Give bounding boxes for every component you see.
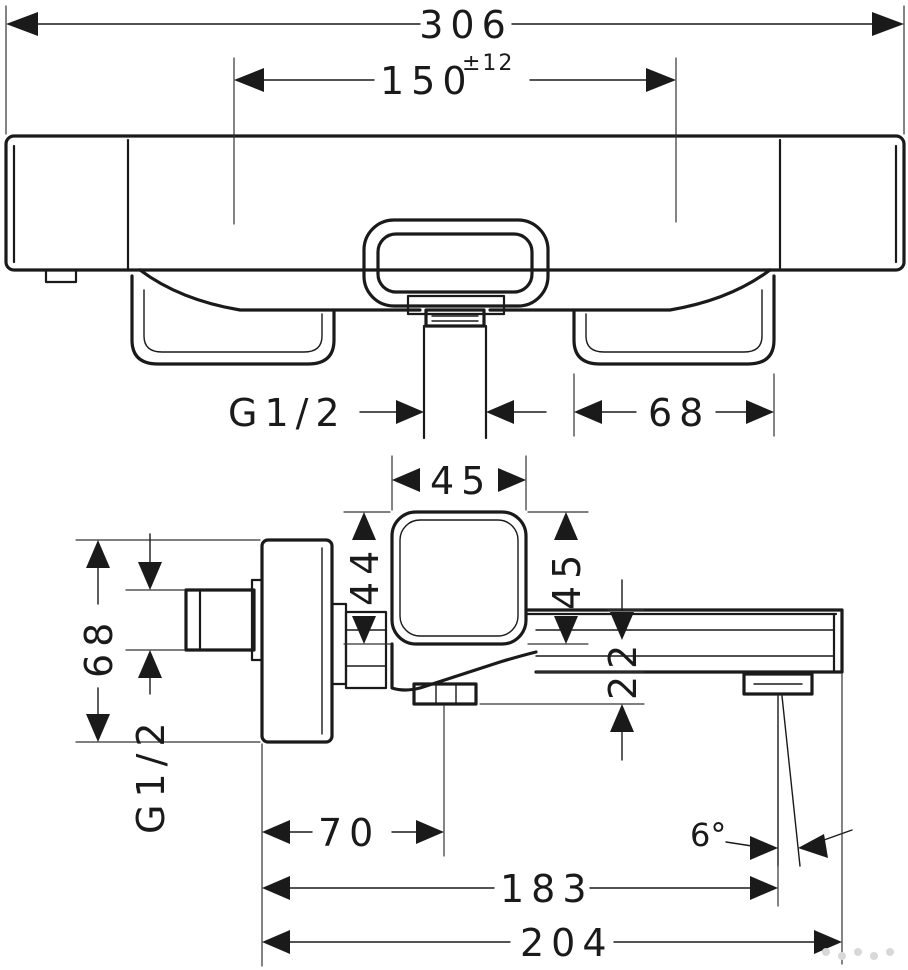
top-left-stub [44,268,78,284]
arrow-306-left [6,12,38,36]
top-right-handle-inner [585,289,763,353]
arrow-22-bottom [610,704,634,732]
arrow-22-top [610,612,634,640]
arrow-70-left [262,820,290,844]
arrow-68-top-right [746,400,774,424]
top-control-inner [376,232,534,294]
top-body-outline [4,134,906,272]
arrow-183-left [262,876,290,900]
arrow-45v-top [554,512,578,540]
top-outlet-fitting [406,294,506,316]
dim-height: 68 [77,616,121,678]
side-aerator [742,672,814,696]
side-coupling [344,610,388,690]
dim-control-height-right: 45 [545,548,589,610]
dim-control-width: 45 [430,459,492,503]
dim-spout-angle: 6° [690,816,726,854]
arrow-44-top [352,512,376,540]
top-left-handle-inner [143,289,323,353]
arrow-204-left [262,930,290,954]
dim-outlet-offset: 70 [318,811,380,855]
side-inlet-nut [184,588,256,652]
arrow-150-left [234,68,264,92]
dim-total-depth: 204 [520,921,614,965]
arrow-g12-side-top [138,562,162,590]
arrow-45v-bottom [554,616,578,644]
arrow-204-right [814,930,842,954]
top-lower-curve-right [488,268,772,312]
arrow-306-right [872,12,904,36]
arrow-angle-right [798,834,828,858]
dim-wall-spacing: 150 [380,59,474,103]
top-outlet-thread [424,308,486,328]
dim-inlet-thread-side: G1/2 [129,715,173,834]
top-left-handle [130,274,336,366]
arrow-70-right [416,820,444,844]
dim-handle-width: 68 [648,391,710,435]
arrow-44-bottom [352,616,376,644]
arrow-68-side-bottom [86,714,110,742]
dim-inlet-thread-top: G1/2 [228,391,347,435]
arrow-45-left [392,468,420,492]
dim-spout-projection: 183 [500,867,594,911]
arrow-g12-top-right [486,400,514,424]
side-body-lower [390,642,538,692]
arrow-68-side-top [86,540,110,568]
dim-total-width: 306 [419,3,513,47]
arrow-45-right [498,468,526,492]
arrow-g12-top-left [396,400,424,424]
side-spout [524,608,844,674]
side-view: 45 44 45 68 G1/2 [75,455,894,967]
side-lower-outlet [412,682,478,706]
arrow-68-top-left [574,400,602,424]
top-control-outer [362,218,550,308]
watermark-mark [822,948,894,960]
arrow-angle-left [750,836,778,860]
arrow-183-right [750,876,778,900]
arrow-g12-side-bottom [138,650,162,678]
side-control-knob [390,510,528,646]
top-right-handle [572,274,776,366]
dim-wall-spacing-tolerance: ±12 [462,51,514,76]
dim-spout-height: 22 [601,638,645,700]
dim-control-height-left: 44 [343,544,387,606]
top-lower-curve-left [138,268,422,312]
top-view: 306 150 ±12 G1/2 68 [4,3,906,440]
arrow-150-right [646,68,676,92]
